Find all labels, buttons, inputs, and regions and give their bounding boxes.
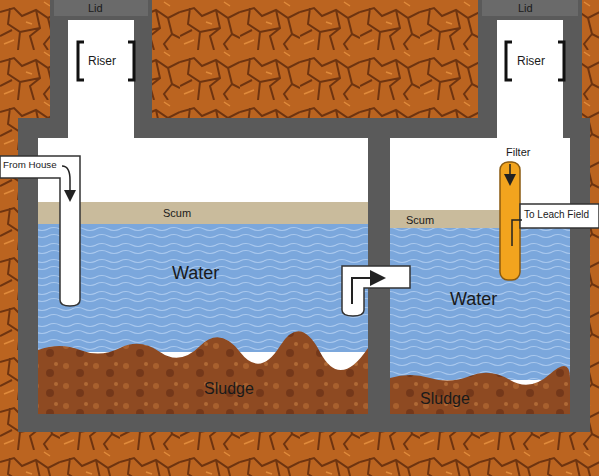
- filter-label: Filter: [506, 146, 530, 158]
- inlet-label: From House: [2, 160, 58, 171]
- outlet-label: To Leach Field: [523, 209, 590, 220]
- sludge-label: Sludge: [204, 380, 254, 398]
- riser-label: Riser: [517, 55, 545, 68]
- scum-label: Scum: [163, 207, 191, 219]
- riser-label: Riser: [88, 55, 116, 68]
- sludge-label: Sludge: [420, 390, 470, 408]
- lid-label: Lid: [518, 2, 533, 14]
- lid-label: Lid: [88, 2, 103, 14]
- water-label: Water: [450, 290, 497, 310]
- scum-label: Scum: [406, 214, 434, 226]
- water-label: Water: [172, 264, 219, 284]
